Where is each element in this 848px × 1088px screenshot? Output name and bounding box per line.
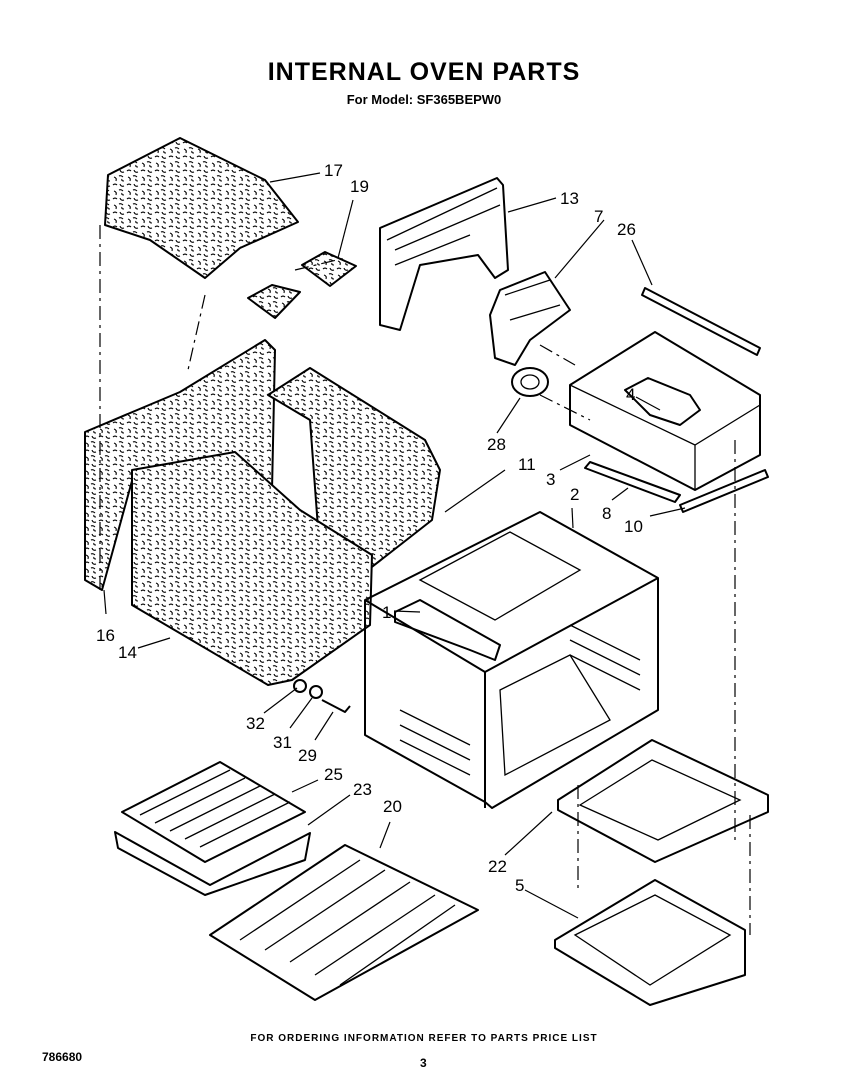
- callout-14: 14: [118, 643, 137, 662]
- callout-20: 20: [383, 797, 402, 816]
- igniter-wire-part[interactable]: [321, 699, 351, 713]
- vent-strip-part[interactable]: [679, 469, 769, 513]
- burner-box-part[interactable]: [569, 331, 761, 491]
- broiler-pan-part[interactable]: [114, 831, 311, 896]
- callout-1: 1: [382, 603, 391, 622]
- callout-16: 16: [96, 626, 115, 645]
- vent-trim-part[interactable]: [489, 271, 571, 366]
- callout-28: 28: [487, 435, 506, 454]
- callout-3: 3: [546, 470, 555, 489]
- callout-4: 4: [626, 385, 635, 404]
- broiler-grid-part[interactable]: [121, 761, 306, 863]
- washer-part[interactable]: [309, 685, 323, 699]
- callout-10: 10: [624, 517, 643, 536]
- ordering-note: FOR ORDERING INFORMATION REFER TO PARTS …: [250, 1033, 598, 1044]
- insulation-top-part[interactable]: [104, 137, 299, 279]
- insulation-pad-part[interactable]: [247, 251, 357, 319]
- callout-7: 7: [594, 207, 603, 226]
- callout-2: 2: [570, 485, 579, 504]
- alignment-lines: [99, 225, 751, 935]
- callout-31: 31: [273, 733, 292, 752]
- oven-bottom-part[interactable]: [557, 739, 769, 863]
- callout-17: 17: [324, 161, 343, 180]
- callout-29: 29: [298, 746, 317, 765]
- oven-rack-part[interactable]: [209, 844, 479, 1001]
- callout-22: 22: [488, 857, 507, 876]
- document-number: 786680: [42, 1050, 83, 1064]
- baffle-strip-part[interactable]: [584, 461, 681, 503]
- burner-base-part[interactable]: [554, 879, 746, 1006]
- callout-8: 8: [602, 504, 611, 523]
- callout-23: 23: [353, 780, 372, 799]
- oven-cavity-part[interactable]: [364, 511, 659, 809]
- insulation-back-part[interactable]: [267, 367, 441, 571]
- trim-strip-part[interactable]: [641, 287, 761, 356]
- broil-burner-part[interactable]: [394, 599, 501, 661]
- callout-13: 13: [560, 189, 579, 208]
- vent-ring-part[interactable]: [511, 367, 549, 397]
- leader-lines: [103, 172, 686, 919]
- nut-part[interactable]: [293, 679, 307, 693]
- callout-19: 19: [350, 177, 369, 196]
- callout-5: 5: [515, 876, 524, 895]
- callout-11: 11: [518, 455, 536, 474]
- callout-26: 26: [617, 220, 636, 239]
- callout-25: 25: [324, 765, 343, 784]
- vent-panel-part[interactable]: [379, 177, 509, 331]
- insulation-front-part[interactable]: [131, 451, 373, 686]
- model-subtitle: For Model: SF365BEPW0: [346, 92, 502, 107]
- page-number: 3: [420, 1056, 427, 1070]
- callout-32: 32: [246, 714, 265, 733]
- page-title: INTERNAL OVEN PARTS: [267, 58, 581, 86]
